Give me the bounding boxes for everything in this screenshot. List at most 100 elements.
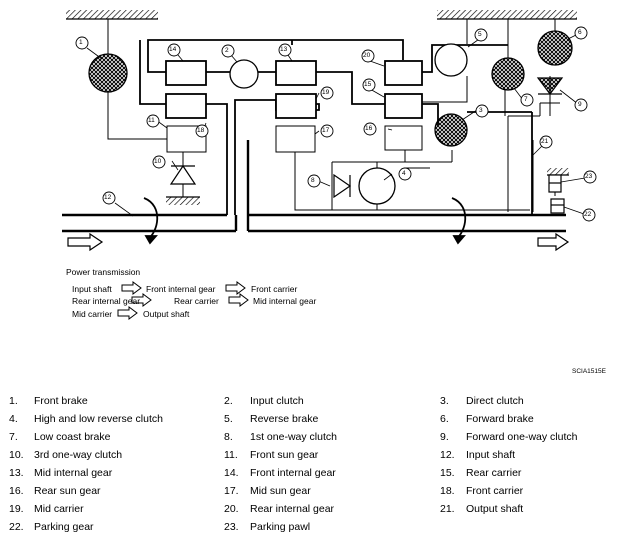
callout-18-num: 18: [197, 127, 205, 134]
legend-label: Parking pawl: [250, 521, 311, 533]
callout-22-num: 22: [584, 211, 592, 218]
legend-label: Forward one-way clutch: [466, 431, 578, 443]
mid-carrier: [275, 93, 317, 119]
legend-label: Mid internal gear: [34, 467, 113, 479]
legend-label: Front sun gear: [250, 449, 319, 461]
flow-input-shaft: Input shaft: [72, 284, 112, 294]
callout-14-num: 14: [169, 46, 177, 53]
legend-num: 19.: [9, 503, 24, 515]
legend-num: 15.: [440, 467, 455, 479]
mid-internal-gear: [275, 60, 317, 86]
legend-num: 6.: [440, 413, 449, 425]
legend-label: Input shaft: [466, 449, 516, 461]
callout-13-num: 13: [280, 46, 288, 53]
callout-12: [102, 191, 116, 205]
callout-2-num: 2: [225, 47, 229, 54]
legend-label: Reverse brake: [250, 413, 319, 425]
callout-22: [582, 208, 596, 222]
callout-23: [583, 170, 597, 184]
output-rotation-arrow: [451, 197, 467, 240]
legend-label: High and low reverse clutch: [34, 413, 163, 425]
legend-label: Input clutch: [250, 395, 304, 407]
callout-12-num: 12: [104, 194, 112, 201]
callout-20: [361, 49, 375, 63]
callout-9: [574, 98, 588, 112]
legend-num: 2.: [224, 395, 233, 407]
legend-label: Front brake: [34, 395, 88, 407]
front-internal-gear: [165, 60, 207, 86]
legend-num: 23.: [224, 521, 239, 533]
legend-label: Front carrier: [466, 485, 524, 497]
callout-7-num: 7: [524, 96, 528, 103]
callout-23-num: 23: [585, 173, 593, 180]
flow-output-shaft: Output shaft: [143, 309, 190, 319]
legend-num: 9.: [440, 431, 449, 443]
callout-11-num: 11: [148, 117, 155, 124]
low-coast-brake: [491, 57, 525, 91]
callout-10-num: 10: [154, 158, 162, 165]
legend-label: Rear internal gear: [250, 503, 335, 515]
flow-arrows: [117, 281, 249, 320]
legend-num: 3.: [440, 395, 449, 407]
flow-front-internal-gear: Front internal gear: [146, 284, 216, 294]
direct-clutch: [434, 113, 468, 147]
callout-1: [75, 36, 89, 50]
callout-21: [539, 135, 553, 149]
callout-16-num: 16: [365, 125, 373, 132]
legend-label: 3rd one-way clutch: [34, 449, 123, 461]
legend-label: Mid sun gear: [250, 485, 311, 497]
front-brake: [88, 53, 128, 93]
legend-num: 7.: [9, 431, 18, 443]
flow-mid-carrier: Mid carrier: [72, 309, 113, 319]
callout-17: [320, 124, 334, 138]
legend-num: 4.: [9, 413, 18, 425]
forward-one-way-clutch: [536, 77, 564, 95]
callout-17-num: 17: [322, 127, 330, 134]
legend-num: 18.: [440, 485, 455, 497]
output-direction-arrow: [537, 232, 570, 252]
callout-19-num: 19: [322, 89, 330, 96]
first-one-way-clutch: [333, 173, 352, 199]
legend-label: Low coast brake: [34, 431, 111, 443]
legend-num: 22.: [9, 521, 24, 533]
callout-5: [474, 28, 488, 42]
legend-label: Rear carrier: [466, 467, 522, 479]
legend-num: 17.: [224, 485, 239, 497]
callout-15-num: 15: [364, 81, 372, 88]
output-shaft: [234, 140, 566, 233]
legend-label: Mid carrier: [34, 503, 84, 515]
callout-6-num: 6: [578, 29, 582, 36]
flow-front-carrier: Front carrier: [251, 284, 298, 294]
ground-top-right: [437, 10, 577, 20]
legend-label: Front internal gear: [250, 467, 336, 479]
legend-num: 12.: [440, 449, 455, 461]
legend-label: Parking gear: [34, 521, 94, 533]
legend-num: 10.: [9, 449, 24, 461]
input-direction-arrow: [67, 232, 104, 252]
parking-pawl: [548, 174, 562, 193]
callout-13: [278, 43, 292, 57]
callout-2: [221, 44, 235, 58]
callout-8-num: 8: [311, 177, 315, 184]
callout-9-num: 9: [578, 101, 582, 108]
callout-8: [307, 174, 321, 188]
legend-label: Direct clutch: [466, 395, 524, 407]
callout-15: [362, 78, 376, 92]
legend-num: 16.: [9, 485, 24, 497]
callout-14: [167, 43, 181, 57]
legend-num: 1.: [9, 395, 18, 407]
callout-16: [363, 122, 377, 136]
ground-lower-left: [166, 196, 200, 205]
front-carrier: [165, 93, 207, 119]
callout-21-num: 21: [541, 138, 549, 145]
callout-19: [320, 86, 334, 100]
ground-parking: [547, 168, 569, 176]
callout-6: [574, 26, 588, 40]
legend-num: 21.: [440, 503, 455, 515]
reverse-brake: [434, 43, 468, 77]
legend-num: 8.: [224, 431, 233, 443]
callout-18: [195, 124, 209, 138]
legend-label: Output shaft: [466, 503, 524, 515]
input-rotation-arrow: [143, 197, 159, 240]
